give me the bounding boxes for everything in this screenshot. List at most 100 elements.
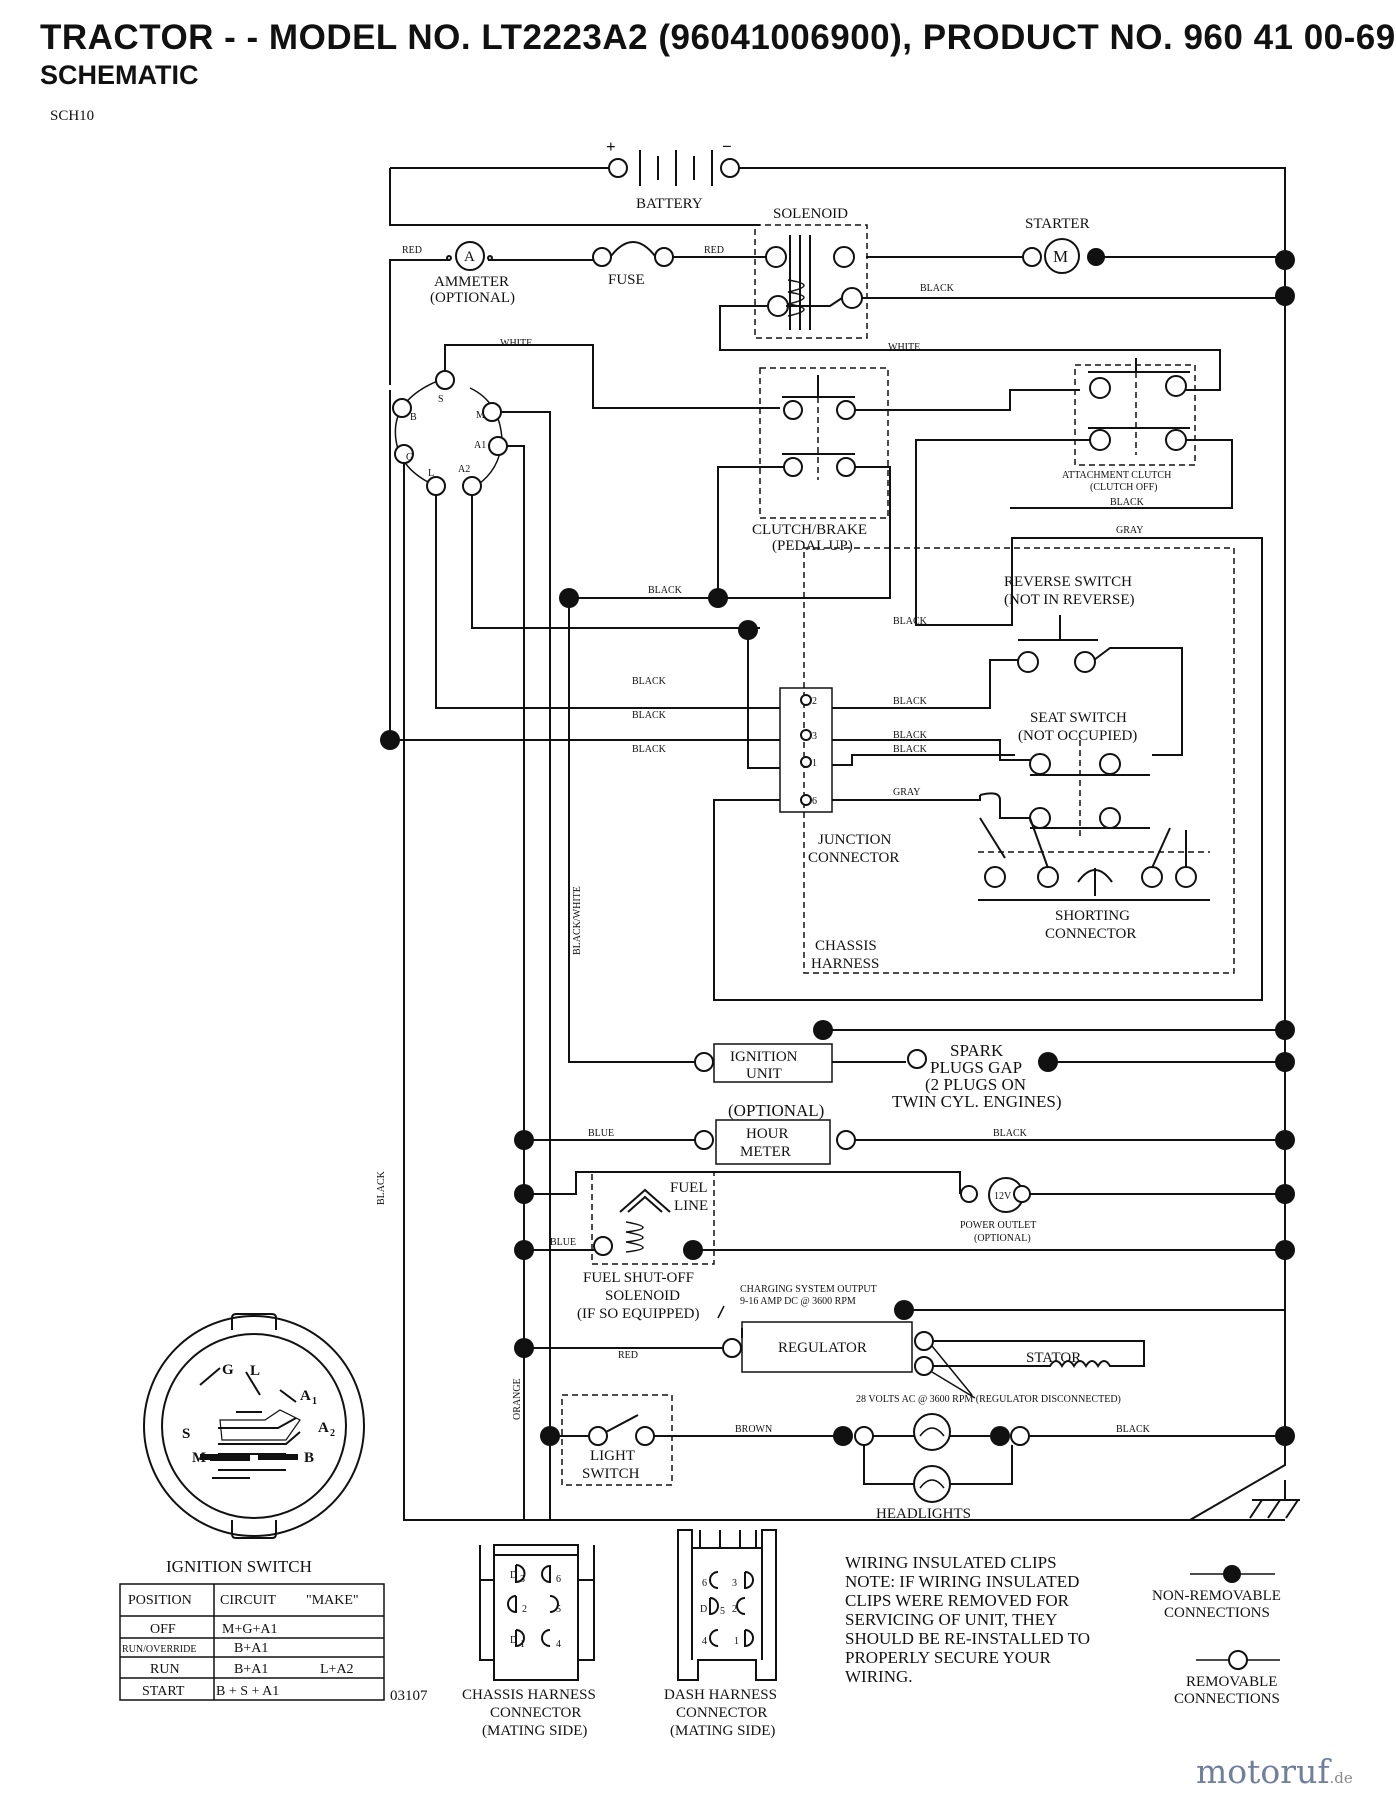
- shorting-connector-label: CONNECTOR: [1045, 926, 1136, 942]
- wire-label-blue: BLUE: [588, 1128, 614, 1139]
- table-cell: B+A1: [234, 1662, 268, 1677]
- note-line: SHOULD BE RE-INSTALLED TO: [845, 1629, 1090, 1648]
- face-label-g: G: [222, 1362, 234, 1378]
- junction-label: JUNCTION: [818, 832, 891, 848]
- shorting-label: SHORTING: [1055, 908, 1130, 924]
- seat-switch-label: SEAT SWITCH: [1030, 710, 1127, 726]
- face-label-s: S: [182, 1426, 190, 1442]
- face-label-a2-sub: 2: [330, 1428, 335, 1439]
- pin-label: 4: [702, 1636, 707, 1647]
- table-cell: L+A2: [320, 1662, 354, 1677]
- wire-label-black-ac: BLACK: [1110, 497, 1145, 508]
- wire-label-black-2: BLACK: [648, 585, 683, 596]
- table-cell: RUN: [150, 1662, 180, 1677]
- pin-label: 6: [556, 1574, 561, 1585]
- light-switch-label-2: SWITCH: [582, 1466, 640, 1482]
- pin-label: 1: [734, 1636, 739, 1647]
- wire-label-black-7: BLACK: [893, 696, 928, 707]
- spark-label-1: SPARK: [950, 1041, 1004, 1060]
- attachment-clutch-state: (CLUTCH OFF): [1090, 482, 1158, 493]
- note-line: SERVICING OF UNIT, THEY: [845, 1610, 1057, 1629]
- regulator-label: REGULATOR: [778, 1340, 867, 1356]
- junction-pin-1: 1: [812, 758, 817, 769]
- fuel-shutoff-label: FUEL SHUT-OFF: [583, 1270, 694, 1286]
- seat-switch: SEAT SWITCH (NOT OCCUPIED): [1018, 710, 1150, 840]
- ammeter-symbol: A: [464, 249, 475, 265]
- starter-symbol: M: [1053, 247, 1068, 266]
- ignition-switch-title: IGNITION SWITCH: [166, 1557, 312, 1576]
- face-label-b: B: [304, 1450, 314, 1466]
- legend: NON-REMOVABLE CONNECTIONS REMOVABLE CONN…: [1152, 1565, 1281, 1707]
- table-cell: START: [142, 1684, 185, 1699]
- spark-label-4: TWIN CYL. ENGINES): [892, 1092, 1062, 1111]
- pin-label: 2: [522, 1604, 527, 1615]
- legend-nonremovable: NON-REMOVABLE: [1152, 1588, 1281, 1604]
- starter-label: STARTER: [1025, 216, 1090, 232]
- charging-output-label: CHARGING SYSTEM OUTPUT: [740, 1284, 877, 1295]
- watermark-logo: motoruf.de: [1196, 1752, 1353, 1791]
- ignition-switch-face: G L A 1 A 2 S M B IGNITION SWITCH: [143, 1313, 365, 1576]
- pin-label: 3: [732, 1578, 737, 1589]
- dash-harness-connector: 6 3 D 5 2 4 1 DASH HARNESS CONNECTOR (MA…: [664, 1529, 777, 1739]
- legend-removable-2: CONNECTIONS: [1174, 1691, 1280, 1707]
- face-label-a2: A: [318, 1420, 329, 1436]
- power-outlet-symbol: 12V: [994, 1191, 1012, 1202]
- terminal-s: S: [438, 394, 444, 405]
- solenoid-label: SOLENOID: [773, 206, 848, 222]
- face-label-l: L: [250, 1363, 260, 1379]
- terminal-a2: A2: [458, 464, 470, 475]
- wire-label-black-left: BLACK: [376, 1170, 387, 1205]
- clutch-brake-label: CLUTCH/BRAKE: [752, 522, 867, 538]
- hour-meter-label: HOUR: [746, 1126, 789, 1142]
- battery-minus: −: [722, 137, 732, 156]
- wire-label-black-5: BLACK: [632, 710, 667, 721]
- dash-connector-label-2: CONNECTOR: [676, 1705, 767, 1721]
- junction-connector-label: CONNECTOR: [808, 850, 899, 866]
- pin-label: 1: [520, 1639, 525, 1650]
- note-line: WIRING.: [845, 1667, 913, 1686]
- hour-meter-optional: (OPTIONAL): [728, 1101, 824, 1120]
- chassis-connector-label-3: (MATING SIDE): [482, 1723, 587, 1739]
- headlights: BLACK HEADLIGHTS: [833, 1413, 1295, 1522]
- fuel-shutoff-label-3: (IF SO EQUIPPED): [577, 1306, 700, 1322]
- harness-label: HARNESS: [811, 956, 879, 972]
- ground-symbol: [1189, 1436, 1300, 1521]
- diagram-ref: 03107: [390, 1688, 428, 1704]
- wire-label-black-3: BLACK: [893, 616, 928, 627]
- terminal-a1: A1: [474, 440, 486, 451]
- junction-pin-6: 6: [812, 796, 817, 807]
- wire-label-black-white: BLACK/WHITE: [572, 886, 583, 955]
- reverse-switch-label: REVERSE SWITCH: [1004, 574, 1132, 590]
- note-line: WIRING INSULATED CLIPS: [845, 1553, 1057, 1572]
- ignition-unit: IGNITION UNIT SPARK PLUGS GAP (2 PLUGS O…: [568, 598, 1295, 1111]
- solenoid: SOLENOID WHITE: [719, 206, 1221, 391]
- starter: M STARTER BLACK: [862, 216, 1295, 306]
- wire-label-gray: GRAY: [1116, 525, 1143, 536]
- reverse-switch: REVERSE SWITCH (NOT IN REVERSE): [1004, 574, 1183, 756]
- fuse: RED FUSE: [592, 241, 766, 288]
- table-cell: RUN/OVERRIDE: [122, 1644, 196, 1655]
- pin-label: 2: [732, 1604, 737, 1615]
- junction-pin-3: 3: [812, 731, 817, 742]
- clutch-brake-switch: CLUTCH/BRAKE (PEDAL UP): [717, 367, 1080, 599]
- main-bus: BLACK/WHITE BLACK ORANGE: [376, 886, 1295, 1520]
- terminal-b: B: [410, 412, 417, 423]
- wire-label-black-4: BLACK: [632, 676, 667, 687]
- wire-label-gray-2: GRAY: [893, 787, 920, 798]
- power-outlet: 12V POWER OUTLET (OPTIONAL): [514, 1171, 1295, 1244]
- chassis-connector-label-2: CONNECTOR: [490, 1705, 581, 1721]
- note-line: NOTE: IF WIRING INSULATED: [845, 1572, 1079, 1591]
- wire-label-black-6: BLACK: [632, 744, 667, 755]
- clutch-brake-state: (PEDAL UP): [772, 538, 853, 554]
- light-switch-label: LIGHT: [590, 1448, 635, 1464]
- terminal-l: L: [428, 468, 434, 479]
- ignition-unit-label: IGNITION: [730, 1049, 798, 1065]
- wire-label-black-hl: BLACK: [1116, 1424, 1151, 1435]
- junction-pin-2: 2: [812, 696, 817, 707]
- charging-output-spec: 9-16 AMP DC @ 3600 RPM: [740, 1296, 856, 1307]
- watermark-main: motoruf: [1196, 1752, 1330, 1791]
- wiring-diagram: + − BATTERY A RED AMMETER (OPTIONAL) RED…: [119, 137, 1300, 1739]
- fuel-line-label: FUEL: [670, 1180, 708, 1196]
- chassis-harness-connector: D 3 6 2 5 D 1 4 CHASSIS HARNESS CONNECTO…: [462, 1544, 596, 1739]
- fuel-line-label-2: LINE: [674, 1198, 708, 1214]
